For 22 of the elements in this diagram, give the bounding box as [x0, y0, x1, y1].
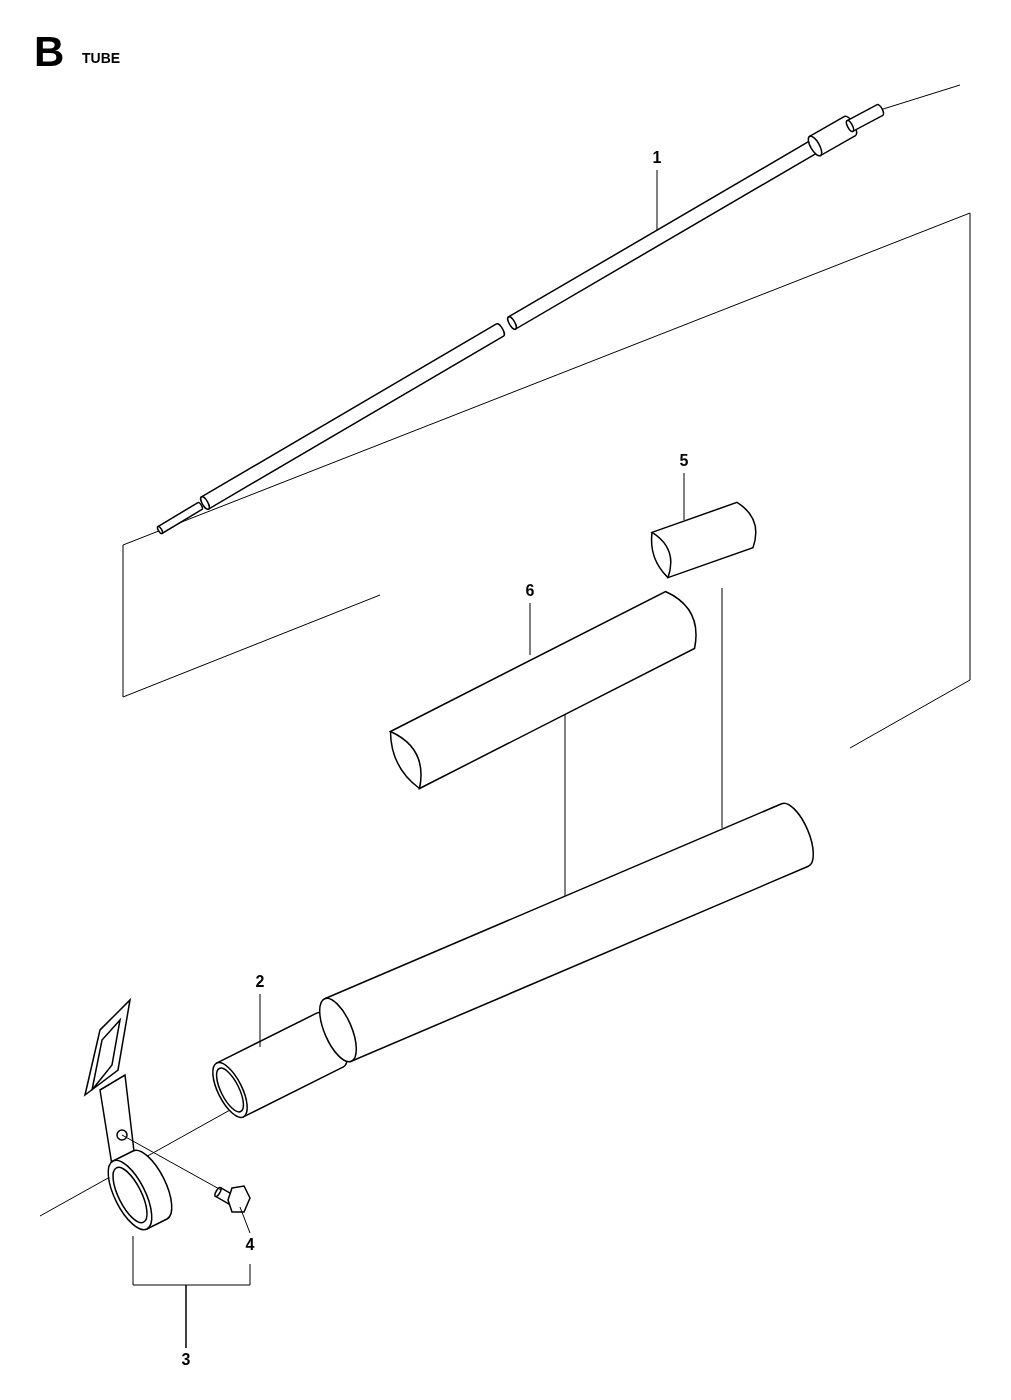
part-drawing [318, 802, 815, 1063]
callout-number: 1 [652, 149, 662, 167]
leader-line [564, 713, 566, 897]
part-drawing [650, 501, 757, 579]
part-drawing [214, 1185, 251, 1213]
callout-number: 6 [525, 582, 535, 600]
part-drawing [83, 997, 173, 1231]
leader-line [185, 1263, 251, 1349]
leader-line [721, 587, 723, 829]
title: TUBE [82, 50, 121, 66]
callout-number: 2 [255, 973, 265, 991]
leader-line [239, 1206, 251, 1234]
part-drawing [156, 103, 885, 535]
section-letter: B [34, 30, 65, 74]
leader-line [259, 993, 261, 1048]
leader-line [656, 169, 658, 231]
leader-line [683, 472, 685, 521]
callout-number: 4 [245, 1236, 255, 1254]
leader-line [121, 1134, 222, 1191]
callout-number: 3 [181, 1351, 191, 1369]
callout-number: 5 [679, 452, 689, 470]
leader-line [529, 602, 531, 656]
